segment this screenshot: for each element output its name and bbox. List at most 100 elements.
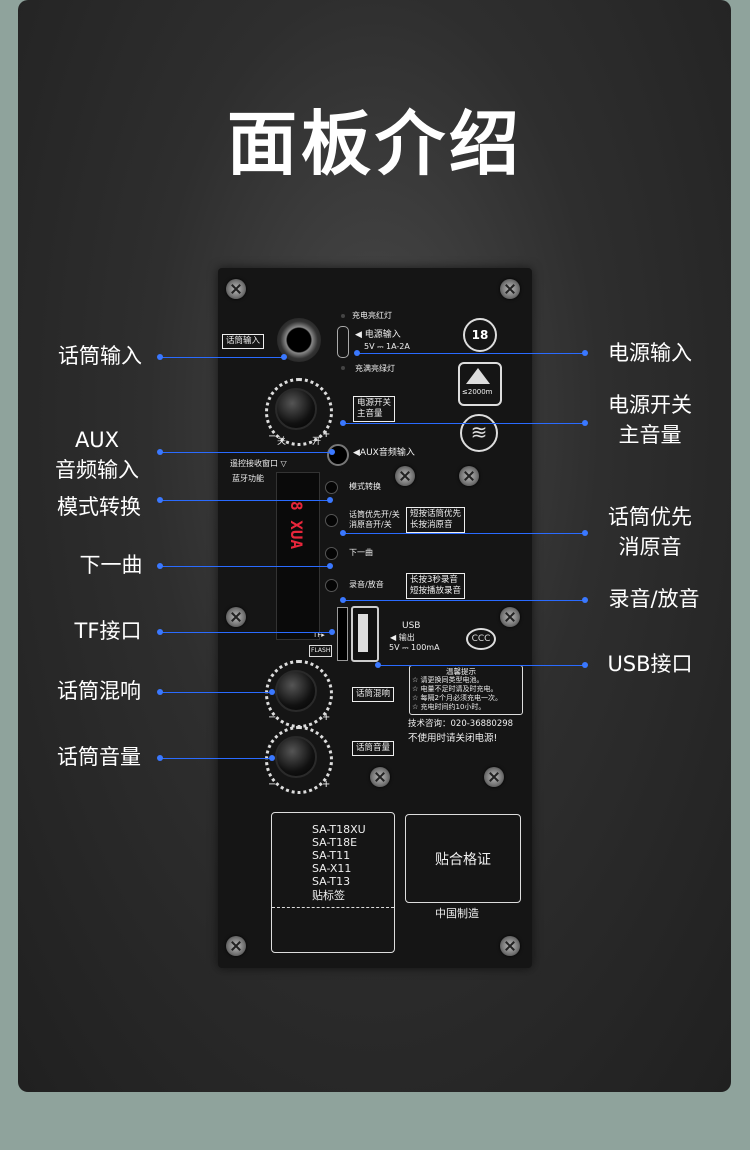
callout-line — [160, 500, 330, 501]
mic-echo-knob[interactable] — [275, 670, 317, 712]
model-name: SA-T13 — [312, 875, 351, 888]
made-in-text: 中国制造 — [435, 907, 479, 920]
callout-dot — [329, 449, 335, 455]
power-switch-box: 电源开关 主音量 — [353, 396, 396, 422]
record-box-line: 短按播放录音 — [410, 586, 462, 596]
mic-priority-button[interactable] — [325, 514, 338, 527]
age-18-icon: 18 — [463, 318, 497, 352]
mic-priority-box-line: 长按消原音 — [410, 520, 453, 530]
mic-volume-knob[interactable] — [275, 736, 317, 778]
callout-dot — [582, 350, 588, 356]
warm-tip-title: 温馨提示 — [446, 667, 476, 676]
callout-line — [160, 632, 332, 633]
callout-dot — [582, 597, 588, 603]
callout-dot — [269, 689, 275, 695]
label-tf: TF接口 — [74, 619, 142, 643]
volume-knob-scale — [265, 726, 333, 794]
callout-dot — [375, 662, 381, 668]
power-off-tip: 不使用时请关闭电源! — [408, 733, 498, 744]
altitude-icon — [458, 362, 502, 406]
callout-dot — [354, 350, 360, 356]
callout-line — [343, 533, 585, 534]
screw-icon — [395, 466, 415, 486]
callout-dot — [340, 597, 346, 603]
label-mic-echo: 话筒混响 — [57, 679, 141, 703]
callout-dot — [157, 563, 163, 569]
remote-text: 遥控接收窗口 ▽ — [230, 459, 287, 468]
power-switch-box-line: 电源开关 — [357, 398, 392, 408]
callout-dot — [582, 420, 588, 426]
model-name: SA-T18E — [312, 836, 358, 849]
knob-plus: + — [322, 429, 331, 440]
screw-icon — [500, 607, 520, 627]
warm-tip-line: ☆ 电量不足时请及时充电。 — [412, 685, 498, 693]
display-digits: 8 XUA — [287, 501, 306, 550]
volume-box: 话筒音量 — [352, 741, 395, 756]
callout-line — [160, 692, 272, 693]
callout-line — [343, 600, 585, 601]
callout-line — [343, 423, 585, 424]
callout-dot — [157, 449, 163, 455]
screw-icon — [484, 767, 504, 787]
knob-plus: + — [322, 779, 331, 790]
label-usb: USB接口 — [607, 652, 693, 676]
warm-tip-box: 温馨提示 ☆ 请更换同类型电池。 ☆ 电量不足时请及时充电。 ☆ 每隔2个月必须… — [409, 665, 523, 715]
usb-port[interactable] — [351, 606, 379, 662]
power-volume-knob[interactable] — [275, 388, 317, 430]
charge-red-text: 充电亮红灯 — [352, 311, 392, 320]
usb-title: USB — [402, 621, 421, 631]
power-knob-scale — [265, 378, 333, 446]
record-button[interactable] — [325, 579, 338, 592]
aux-input-jack[interactable] — [327, 444, 349, 466]
mode-button[interactable] — [325, 481, 338, 494]
label-mic-input: 话筒输入 — [58, 344, 142, 368]
label-power-input: 电源输入 — [608, 341, 692, 365]
mic-tag: 话筒输入 — [222, 334, 265, 349]
mode-text: 模式转换 — [349, 482, 381, 491]
knob-minus: − — [268, 431, 277, 442]
mic-priority-text-line: 消原音开/关 — [349, 520, 392, 529]
model-name: SA-T11 — [312, 849, 351, 862]
callout-dot — [340, 420, 346, 426]
next-track-button[interactable] — [325, 547, 338, 560]
power-input-text: ◀ 电源输入 — [355, 330, 401, 340]
flash-text: FLASH — [309, 645, 333, 657]
label-next: 下一曲 — [79, 553, 143, 577]
cert-text: 贴合格证 — [435, 852, 491, 868]
sticker-dashed-line — [272, 907, 394, 908]
model-name: SA-X11 — [312, 862, 352, 875]
callout-dot — [329, 629, 335, 635]
label-aux-input: AUX 音频输入 — [50, 425, 144, 485]
power-spec-text: 5V ⎓ 1A-2A — [364, 342, 410, 351]
callout-dot — [582, 662, 588, 668]
callout-dot — [582, 530, 588, 536]
warm-tip-line: ☆ 每隔2个月必须充电一次。 — [412, 694, 502, 702]
label-mic-priority-line: 消原音 — [618, 535, 682, 559]
label-mic-priority-line: 话筒优先 — [608, 505, 692, 529]
power-input-port[interactable] — [337, 326, 349, 358]
knob-minus: − — [268, 779, 277, 790]
callout-dot — [157, 755, 163, 761]
tf-card-slot[interactable] — [337, 607, 348, 661]
red-led — [341, 314, 345, 318]
callout-line — [160, 566, 330, 567]
callout-dot — [157, 354, 163, 360]
on-text: 开 — [312, 437, 322, 447]
green-led — [341, 366, 345, 370]
record-box-line: 长按3秒录音 — [410, 575, 458, 585]
screw-icon — [226, 607, 246, 627]
callout-line — [160, 452, 332, 453]
mic-priority-text: 话筒优先开/关 消原音开/关 — [349, 510, 400, 530]
label-aux-line: 音频输入 — [55, 458, 139, 482]
callout-dot — [157, 689, 163, 695]
tropical-icon: ≋ — [460, 414, 498, 452]
callout-line — [378, 665, 585, 666]
callout-dot — [327, 497, 333, 503]
mountain-icon — [466, 368, 490, 384]
label-aux-line: AUX — [74, 428, 120, 452]
cert-sticker: 贴合格证 — [405, 814, 521, 903]
screw-icon — [459, 466, 479, 486]
callout-dot — [281, 354, 287, 360]
callout-line — [160, 357, 284, 358]
knob-plus: + — [322, 712, 331, 723]
